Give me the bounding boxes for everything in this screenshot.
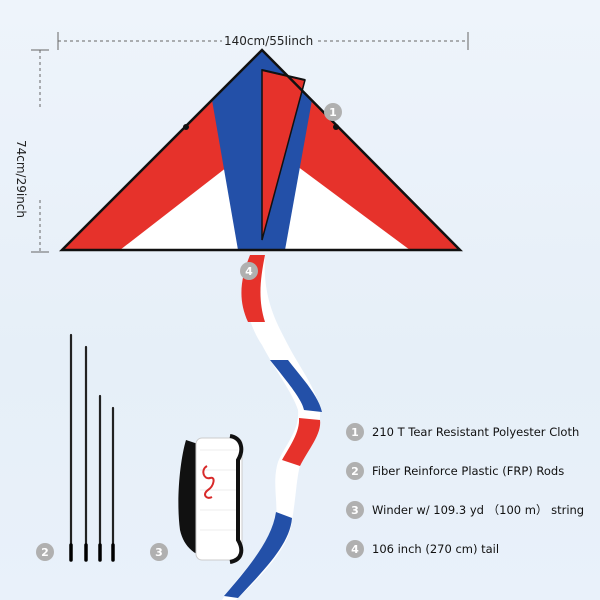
legend-text: Winder w/ 109.3 yd （100 m） string bbox=[372, 503, 585, 517]
legend-item: 4 106 inch (270 cm) tail bbox=[346, 539, 584, 559]
callout-badge-3: 3 bbox=[150, 543, 168, 561]
legend-text: Fiber Reinforce Plastic (FRP) Rods bbox=[372, 464, 565, 478]
legend-text: 210 T Tear Resistant Polyester Cloth bbox=[372, 425, 580, 439]
callout-badge-1: 1 bbox=[324, 103, 342, 121]
legend-item: 1 210 T Tear Resistant Polyester Cloth bbox=[346, 422, 584, 442]
legend-number: 3 bbox=[346, 501, 364, 519]
legend-text: 106 inch (270 cm) tail bbox=[372, 542, 500, 556]
callout-badge-4: 4 bbox=[240, 262, 258, 280]
legend-item: 3 Winder w/ 109.3 yd （100 m） string bbox=[346, 500, 584, 520]
legend-number: 2 bbox=[346, 462, 364, 480]
height-dimension-line bbox=[31, 49, 49, 253]
frp-rods bbox=[69, 333, 115, 562]
string-winder bbox=[178, 434, 244, 564]
legend-item: 2 Fiber Reinforce Plastic (FRP) Rods bbox=[346, 461, 584, 481]
legend-number: 4 bbox=[346, 540, 364, 558]
height-dimension-label: 74cm/29inch bbox=[14, 140, 28, 219]
kite-sail bbox=[58, 48, 463, 252]
callout-badge-2: 2 bbox=[36, 543, 54, 561]
legend-number: 1 bbox=[346, 423, 364, 441]
feature-legend: 1 210 T Tear Resistant Polyester Cloth 2… bbox=[346, 422, 584, 578]
width-dimension-line bbox=[57, 32, 469, 50]
width-dimension-label: 140cm/55Iinch bbox=[224, 34, 314, 48]
